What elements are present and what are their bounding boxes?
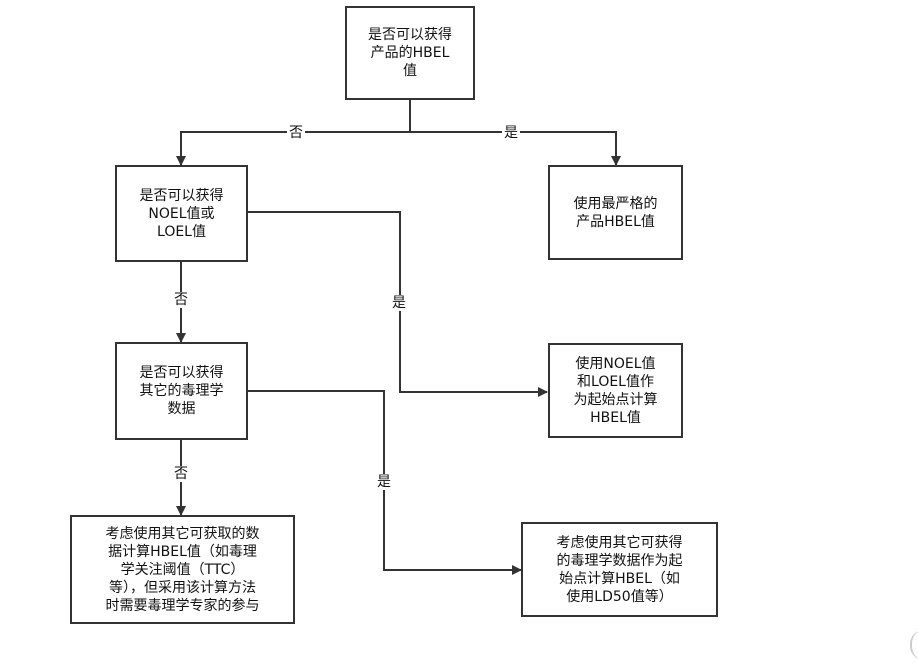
decision-hbel-available: 是否可以获得 产品的HBEL 值 [345, 6, 475, 100]
edge-label-q1-yes: 是 [502, 125, 520, 141]
edge-label-q2-yes: 是 [390, 295, 408, 311]
edge-q1-yes [410, 131, 621, 166]
edge-label-q3-yes: 是 [375, 474, 393, 490]
decision-other-tox-data: 是否可以获得 其它的毒理学 数据 [115, 342, 248, 440]
scroll-edge-mark [910, 630, 918, 660]
result-noel-loel-start: 使用NOEL值 和LOEL值作 为起始点计算 HBEL值 [548, 343, 683, 438]
edge-q1-no [176, 131, 410, 166]
edge-label-q2-no: 否 [172, 292, 190, 308]
decision-noel-loel-available: 是否可以获得 NOEL值或 LOEL值 [115, 165, 248, 262]
edge-label-q1-no: 否 [287, 125, 305, 141]
result-other-data-ttc: 考虑使用其它可获取的数 据计算HBEL值（如毒理 学关注阈值（TTC） 等），但… [70, 515, 295, 624]
result-other-tox-start: 考虑使用其它可获得 的毒理学数据作为起 始点计算HBEL（如 使用LD50值等） [521, 522, 718, 617]
edge-label-q3-no: 否 [172, 466, 190, 482]
result-strictest-hbel: 使用最严格的 产品HBEL值 [548, 165, 683, 260]
